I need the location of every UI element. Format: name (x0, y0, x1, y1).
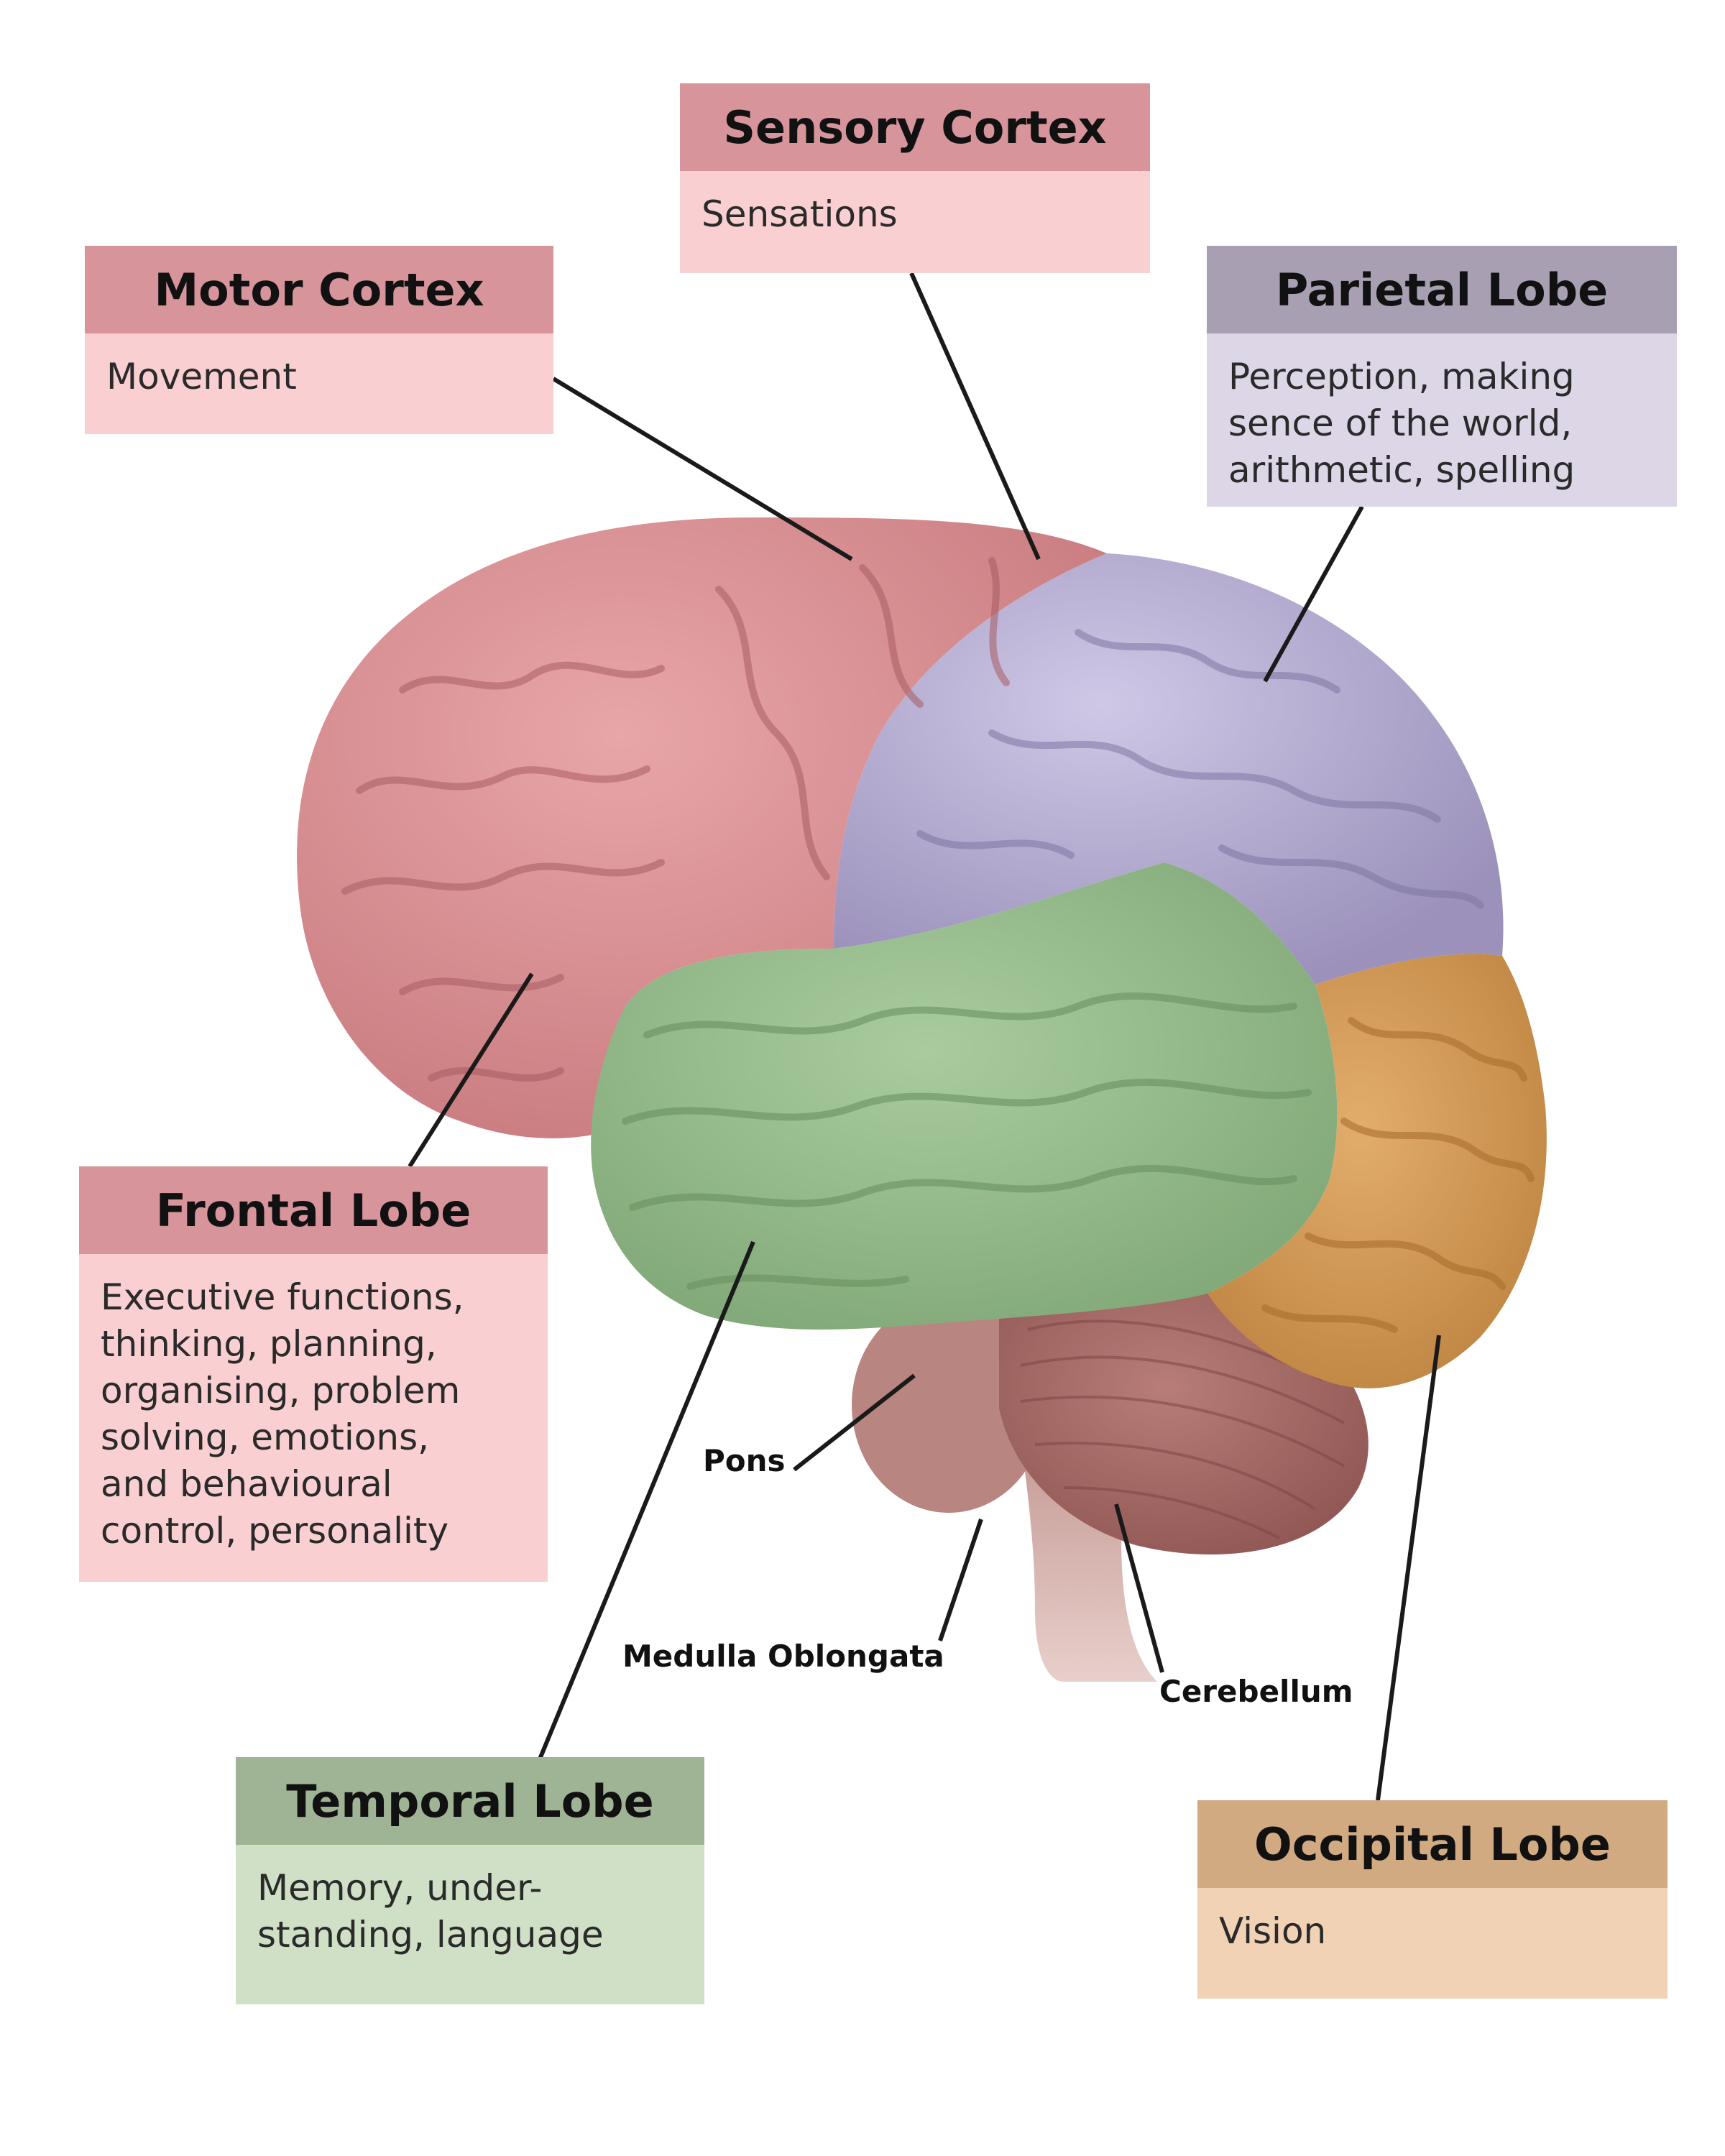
medulla-oblongata-label: Medulla Oblongata (622, 1639, 944, 1674)
frontal-lobe (297, 517, 1107, 1138)
leader-frontal (408, 972, 534, 1168)
motor-cortex-desc: Movement (85, 333, 553, 434)
pons (852, 1297, 1046, 1513)
occipital-lobe-title: Occipital Lobe (1197, 1800, 1668, 1888)
occipital-lobe-desc: Vision (1197, 1888, 1668, 1999)
leader-parietal (1263, 505, 1364, 683)
sensory-cortex-desc: Sensations (680, 171, 1150, 273)
frontal-lobe-box: Frontal Lobe Executive functions, thinki… (79, 1166, 548, 1582)
motor-cortex-title: Motor Cortex (85, 246, 553, 333)
occipital-gyri (1261, 1017, 1535, 1333)
sensory-cortex-box: Sensory Cortex Sensations (680, 83, 1150, 273)
temporal-lobe-box: Temporal Lobe Memory, under- standing, l… (236, 1757, 704, 2004)
leader-lines (408, 272, 1441, 1801)
temporal-lobe-desc: Memory, under- standing, language (236, 1845, 704, 2004)
occipital-lobe-box: Occipital Lobe Vision (1197, 1800, 1668, 1999)
frontal-lobe-desc: Executive functions, thinking, planning,… (79, 1254, 548, 1582)
parietal-lobe-desc: Perception, making sence of the world, a… (1207, 333, 1677, 507)
motor-cortex-box: Motor Cortex Movement (85, 246, 553, 434)
leader-cerebellum (1114, 1503, 1164, 1673)
leader-occipital (1376, 1335, 1441, 1801)
pons-label: Pons (703, 1443, 786, 1478)
frontal-gyri (341, 557, 1010, 1082)
leader-medulla (938, 1519, 983, 1641)
leader-temporal (537, 1240, 755, 1762)
leader-sensory (909, 272, 1041, 561)
temporal-lobe-title: Temporal Lobe (236, 1757, 704, 1845)
leader-motor (552, 377, 853, 561)
temporal-gyri (622, 992, 1312, 1290)
leader-pons (793, 1373, 916, 1472)
occipital-lobe (1208, 954, 1547, 1388)
cerebellum-folia (1020, 1319, 1345, 1539)
cerebellum-label: Cerebellum (1159, 1674, 1353, 1709)
parietal-lobe-box: Parietal Lobe Perception, making sence o… (1207, 246, 1677, 507)
frontal-lobe-title: Frontal Lobe (79, 1166, 548, 1254)
parietal-gyri (916, 629, 1484, 909)
parietal-lobe-title: Parietal Lobe (1207, 246, 1677, 333)
sensory-cortex-title: Sensory Cortex (680, 83, 1150, 171)
